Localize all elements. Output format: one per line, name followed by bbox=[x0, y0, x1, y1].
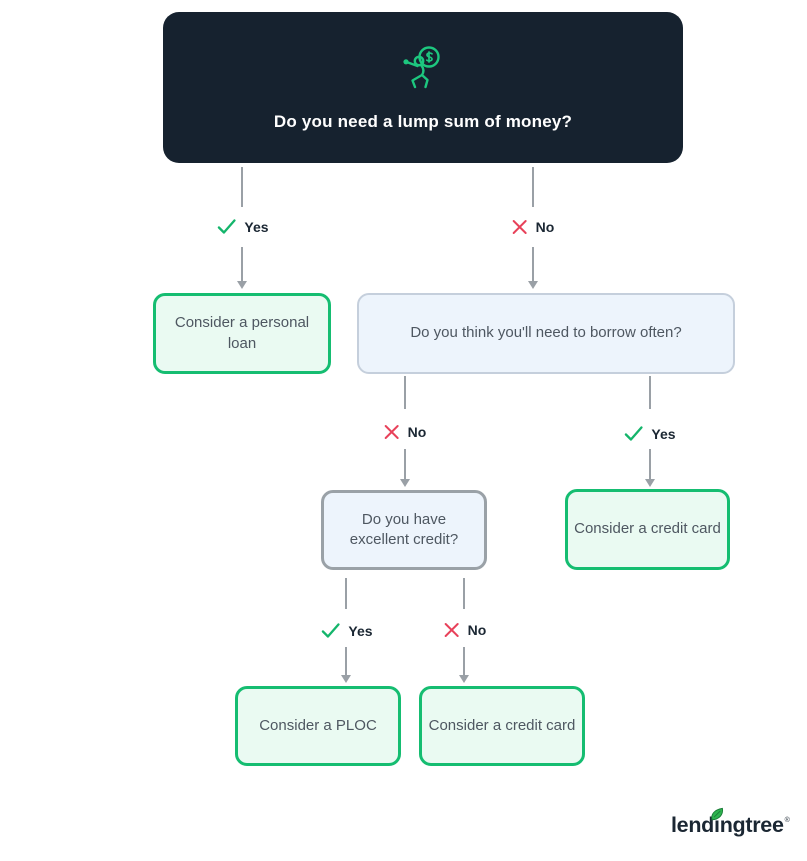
logo-text-part1: lend bbox=[671, 813, 714, 837]
node-text: Consider a credit card bbox=[428, 716, 576, 734]
node-text: Consider a PLOC bbox=[259, 716, 377, 734]
check-icon bbox=[624, 426, 643, 442]
edge-label-root-yes: Yes bbox=[217, 219, 269, 235]
edge-label-text: No bbox=[467, 622, 487, 638]
edge-line bbox=[649, 376, 651, 409]
node-text: Consider a credit card bbox=[574, 520, 721, 538]
arrow-head-icon bbox=[237, 281, 247, 289]
edge-label-borrow-no: No bbox=[384, 424, 427, 440]
edge-label-text: No bbox=[535, 219, 555, 235]
arrow-head-icon bbox=[645, 479, 655, 487]
node-text: Do you have excellent credit? bbox=[349, 510, 459, 548]
logo-text-part2: ngtree bbox=[719, 813, 784, 837]
node-root-question: Do you need a lump sum of money? bbox=[163, 12, 683, 163]
edge-line bbox=[532, 247, 534, 281]
edge-label-text: No bbox=[407, 424, 427, 440]
check-icon bbox=[321, 623, 340, 639]
logo-dotless-i: ı bbox=[714, 813, 720, 837]
edge-line bbox=[241, 247, 243, 281]
edge-label-text: Yes bbox=[651, 426, 676, 442]
edge-line bbox=[241, 167, 243, 207]
edge-line bbox=[463, 578, 465, 609]
root-question-text: Do you need a lump sum of money? bbox=[273, 111, 573, 131]
edge-line bbox=[404, 376, 406, 409]
node-ploc: Consider a PLOC bbox=[235, 686, 401, 766]
registered-mark: ® bbox=[784, 817, 790, 824]
arrow-head-icon bbox=[528, 281, 538, 289]
edge-label-text: Yes bbox=[244, 219, 269, 235]
edge-label-borrow-yes: Yes bbox=[624, 426, 676, 442]
edge-label-text: Yes bbox=[348, 623, 373, 639]
edge-line bbox=[345, 647, 347, 675]
node-excellent-credit: Do you have excellent credit? bbox=[321, 490, 487, 570]
x-icon bbox=[384, 424, 400, 440]
edge-label-credit-no: No bbox=[444, 622, 487, 638]
edge-label-credit-yes: Yes bbox=[321, 623, 373, 639]
edge-line bbox=[404, 449, 406, 479]
node-text: Do you think you'll need to borrow often… bbox=[410, 324, 682, 342]
arrow-head-icon bbox=[400, 479, 410, 487]
arrow-head-icon bbox=[459, 675, 469, 683]
edge-line bbox=[463, 647, 465, 675]
arrow-head-icon bbox=[341, 675, 351, 683]
money-grab-icon bbox=[398, 44, 448, 99]
edge-label-root-no: No bbox=[512, 219, 555, 235]
node-credit-card-right: Consider a credit card bbox=[565, 489, 730, 570]
edge-line bbox=[532, 167, 534, 207]
node-credit-card-bottom: Consider a credit card bbox=[419, 686, 585, 766]
edge-line bbox=[649, 449, 651, 479]
leaf-icon bbox=[709, 801, 727, 828]
edge-line bbox=[345, 578, 347, 609]
x-icon bbox=[444, 622, 460, 638]
check-icon bbox=[217, 219, 236, 235]
x-icon bbox=[512, 219, 528, 235]
node-borrow-often: Do you think you'll need to borrow often… bbox=[357, 293, 735, 374]
node-text: Consider a personal loan bbox=[174, 314, 310, 352]
node-personal-loan: Consider a personal loan bbox=[153, 293, 331, 374]
